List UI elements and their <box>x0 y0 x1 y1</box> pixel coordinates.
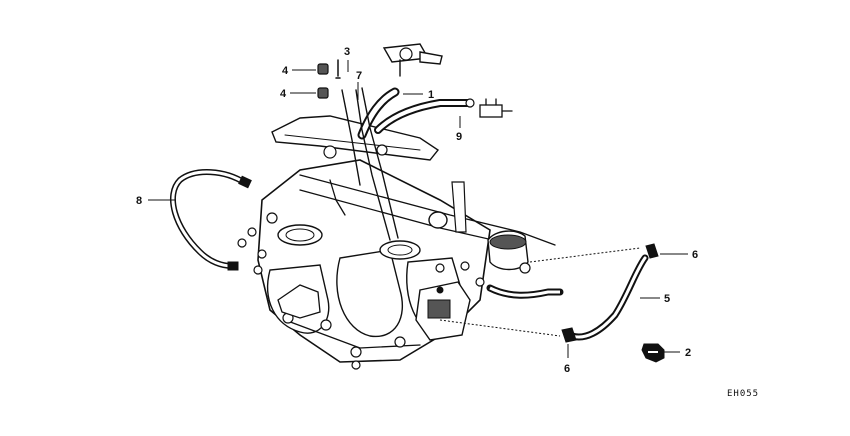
callout-6-upper: 6 <box>692 249 698 261</box>
callout-4-upper: 4 <box>282 65 289 77</box>
intake-manifold-assembly <box>237 115 556 370</box>
callout-4-lower: 4 <box>280 88 287 100</box>
diagram-code: EH055 <box>727 389 759 399</box>
leader-lines <box>148 60 688 358</box>
vacuum-pipe-7 <box>341 87 399 241</box>
air-cleaner-stud <box>382 43 443 77</box>
callout-3: 3 <box>344 46 350 58</box>
fuel-line <box>486 284 564 299</box>
check-valve <box>479 98 513 118</box>
hose-connector-4-upper <box>317 63 329 75</box>
hose-clamp-6-upper <box>645 243 659 259</box>
vacuum-hose-8 <box>169 169 252 271</box>
callout-9: 9 <box>456 131 462 143</box>
vacuum-hose-9 <box>374 98 475 134</box>
clip-2 <box>641 343 665 363</box>
callout-5: 5 <box>664 293 670 305</box>
vacuum-hose-1 <box>357 87 400 140</box>
callout-1: 1 <box>428 89 434 101</box>
callout-6-lower: 6 <box>564 363 570 375</box>
fuel-hose-5 <box>568 254 649 341</box>
clip-3 <box>335 59 341 79</box>
callout-2: 2 <box>685 347 691 359</box>
hose-clamp-6-lower <box>561 327 577 343</box>
callout-8: 8 <box>136 195 142 207</box>
hose-connector-4-lower <box>317 87 329 99</box>
callout-7: 7 <box>356 70 362 82</box>
